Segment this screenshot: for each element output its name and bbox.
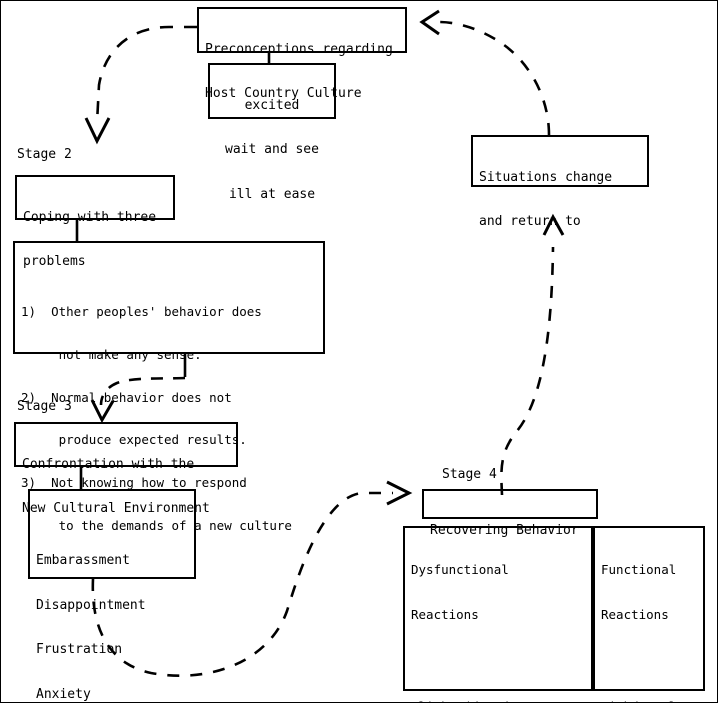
box-functional-reactions: Functional Reactions Withdrawal Assertiv… bbox=[593, 526, 705, 702]
feelings-list-item: Embarassment bbox=[36, 553, 130, 569]
box-situations-change: Situations change and return to bbox=[471, 135, 649, 229]
stage-4-label: Stage 4 bbox=[442, 467, 497, 482]
functional-gap bbox=[601, 652, 698, 669]
box-initial-feelings: excited wait and see ill at ease bbox=[208, 63, 336, 201]
functional-heading-1: Functional bbox=[601, 562, 677, 577]
arrow-stage4-to-situations bbox=[500, 246, 555, 496]
initial-feelings-line-2: wait and see bbox=[225, 142, 319, 158]
initial-feelings-line-3: ill at ease bbox=[228, 186, 316, 202]
box-feelings-list: Embarassment Disappointment Frustration … bbox=[28, 489, 196, 701]
confrontation-line-2: New Cultural Environment bbox=[22, 501, 210, 517]
dysfunctional-heading-2: Reactions bbox=[411, 607, 479, 622]
arrowhead-stage2 bbox=[84, 117, 111, 145]
box-preconceptions: Preconceptions regarding Host Country Cu… bbox=[197, 7, 407, 101]
initial-feelings-line-1: excited bbox=[244, 97, 300, 113]
feelings-list-item: Frustration bbox=[36, 642, 123, 658]
preconceptions-line-2: Host Country Culture bbox=[205, 86, 362, 102]
confrontation-line-1: Confrontation with the bbox=[22, 456, 195, 472]
situations-line-2: and return to bbox=[479, 214, 581, 230]
functional-heading-2: Reactions bbox=[601, 607, 669, 622]
preconceptions-line-1: Preconceptions regarding bbox=[205, 41, 393, 57]
three-problems-list: 1) Other peoples' behavior does not make… bbox=[21, 277, 317, 562]
three-problems-item: 1) Other peoples' behavior does bbox=[21, 304, 262, 319]
arrow-preconceptions-to-stage2 bbox=[95, 25, 197, 124]
reactions-columns: Dysfunctional Reactions Flight (day drea… bbox=[403, 526, 705, 702]
three-problems-item: 3) Not knowing how to respond bbox=[21, 475, 247, 490]
three-problems-item: not make any sense. bbox=[21, 346, 202, 362]
stage-2-label: Stage 2 bbox=[17, 147, 72, 162]
arrow-situations-to-preconceptions bbox=[438, 20, 551, 136]
three-problems-item: to the demands of a new culture bbox=[21, 517, 292, 533]
box-dysfunctional-reactions: Dysfunctional Reactions Flight (day drea… bbox=[403, 526, 593, 702]
arrowhead-preconceptions bbox=[419, 9, 440, 36]
feelings-list-item: Disappointment bbox=[36, 597, 146, 613]
functional-item: Withdrawal bbox=[601, 699, 698, 702]
three-problems-item: 2) Normal behavior does not bbox=[21, 389, 232, 405]
arrowhead-recovering bbox=[386, 480, 413, 506]
box-confrontation: Confrontation with the New Cultural Envi… bbox=[14, 422, 238, 516]
box-recovering-behavior: Recovering Behavior bbox=[422, 489, 598, 537]
feelings-list: Embarassment Disappointment Frustration … bbox=[36, 525, 188, 702]
dysfunctional-gap bbox=[411, 652, 586, 669]
box-coping: Coping with three problems bbox=[15, 175, 175, 269]
coping-line-1: Coping with three bbox=[23, 209, 157, 225]
three-problems-item: produce expected results. bbox=[21, 432, 247, 448]
coping-line-2: problems bbox=[23, 254, 86, 270]
stage-3-label: Stage 3 bbox=[17, 399, 72, 414]
dysfunctional-heading-1: Dysfunctional bbox=[411, 562, 509, 577]
feelings-list-item: Anxiety bbox=[36, 686, 91, 702]
dysfunctional-item: Flight (day dream- bbox=[411, 699, 586, 702]
situations-line-1: Situations change bbox=[479, 169, 613, 185]
box-three-problems: 1) Other peoples' behavior does not make… bbox=[13, 241, 325, 533]
